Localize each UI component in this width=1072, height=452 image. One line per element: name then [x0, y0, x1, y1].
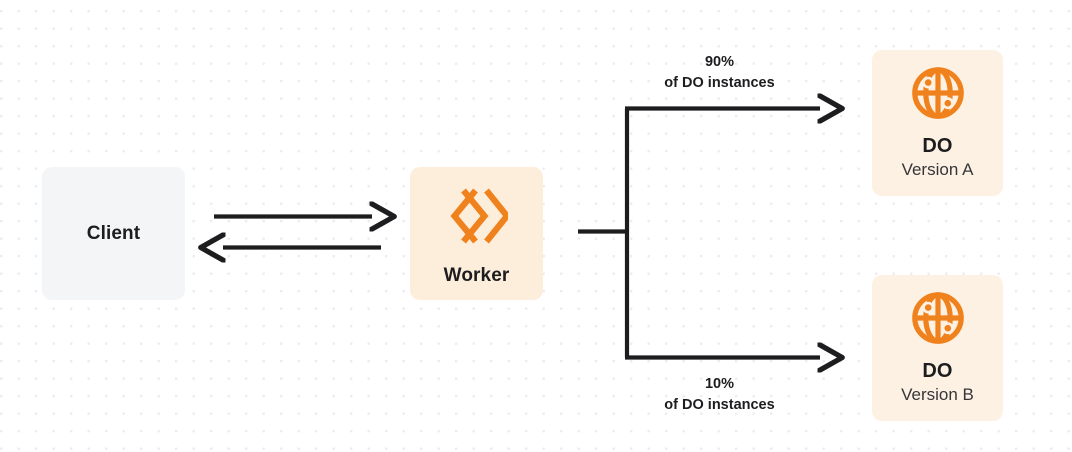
node-worker[interactable]: Worker	[410, 167, 543, 300]
node-client[interactable]: Client	[42, 167, 185, 300]
node-do-a-label: DO	[922, 134, 953, 157]
node-do-version-b[interactable]: DO Version B	[872, 275, 1003, 421]
edge-label-do-b-caption: of DO instances	[664, 397, 775, 414]
edge-label-do-a: 90% of DO instances	[602, 52, 837, 95]
globe-icon	[910, 65, 966, 126]
node-do-version-a[interactable]: DO Version A	[872, 50, 1003, 196]
edge-label-do-a-caption: of DO instances	[664, 75, 775, 92]
node-do-a-sublabel: Version A	[901, 159, 974, 179]
node-client-label: Client	[86, 222, 141, 244]
node-do-b-label: DO	[922, 359, 953, 382]
node-worker-label: Worker	[443, 265, 510, 287]
edge-label-do-b-percent: 10%	[704, 376, 735, 392]
edge-label-do-a-percent: 90%	[704, 54, 735, 70]
edge-label-do-b: 10% of DO instances	[602, 374, 837, 417]
globe-icon	[910, 290, 966, 351]
cloudflare-workers-icon	[446, 186, 511, 251]
node-do-b-sublabel: Version B	[901, 384, 974, 404]
